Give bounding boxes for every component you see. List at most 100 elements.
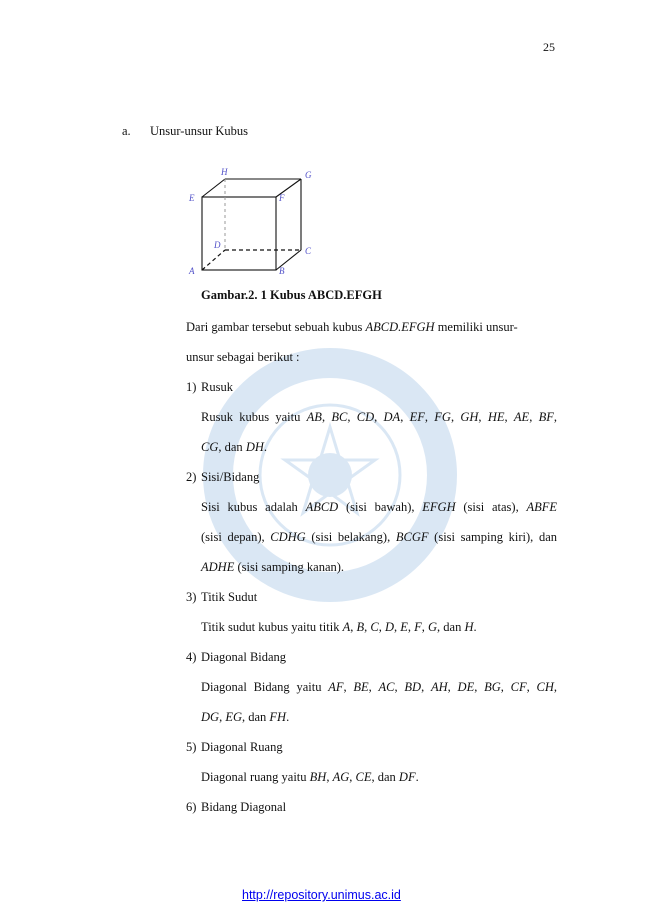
text-run-italic: FG xyxy=(434,410,451,424)
text-run-italic: CG xyxy=(201,440,219,454)
figure-caption: Gambar.2. 1 Kubus ABCD.EFGH xyxy=(201,288,382,302)
text-run-italic: AF xyxy=(328,680,344,694)
text-run: , xyxy=(553,410,557,424)
vertex-label-f: F xyxy=(278,193,285,203)
vertex-label-d: D xyxy=(213,240,221,250)
text-run: , xyxy=(349,770,356,784)
text-run: , xyxy=(553,680,558,694)
text-run: , xyxy=(374,410,384,424)
item-body-line: Diagonal ruang yaitu BH, AG, CE, dan DF. xyxy=(201,770,419,785)
vertex-label-b: B xyxy=(279,266,285,276)
text-run: , dan xyxy=(437,620,465,634)
text-run-italic: BE xyxy=(353,680,369,694)
text-run-italic: EG xyxy=(225,710,242,724)
text-run-italic: D xyxy=(384,620,394,634)
text-run: . xyxy=(263,440,267,454)
text-run-italic: ABCD.EFGH xyxy=(365,320,435,334)
text-run-italic: FH xyxy=(269,710,287,724)
text-run-italic: DG xyxy=(201,710,220,724)
text-run-italic: A xyxy=(342,620,351,634)
vertex-label-h: H xyxy=(220,167,228,177)
text-run: , xyxy=(394,680,405,694)
vertex-label-c: C xyxy=(305,246,312,256)
text-run-italic: ABCD xyxy=(305,500,339,514)
text-run-italic: AH xyxy=(430,680,448,694)
item-body-line: (sisi depan), CDHG (sisi belakang), BCGF… xyxy=(201,530,557,545)
repository-link[interactable]: http://repository.unimus.ac.id xyxy=(242,888,401,902)
text-run: Titik sudut kubus yaitu titik xyxy=(201,620,343,634)
vertex-label-a: A xyxy=(188,266,195,276)
text-run: , dan xyxy=(241,710,270,724)
text-run: Diagonal ruang yaitu xyxy=(201,770,310,784)
item-number: 3) xyxy=(186,590,197,604)
cube-figure: A B C D E F G H xyxy=(188,167,312,276)
text-run: Rusuk kubus yaitu xyxy=(201,410,307,424)
item-body-line: DG, EG, dan FH. xyxy=(201,710,289,725)
text-run: Diagonal Bidang yaitu xyxy=(201,680,329,694)
item-title: Diagonal Bidang xyxy=(201,650,287,664)
text-run: (sisi depan), xyxy=(201,530,271,544)
text-run-italic: EFGH xyxy=(422,500,456,514)
text-run-italic: CD xyxy=(356,410,375,424)
text-run-italic: ABFE xyxy=(526,500,558,514)
text-run-italic: DA xyxy=(383,410,401,424)
text-run: , xyxy=(526,680,537,694)
text-run: , xyxy=(529,410,539,424)
page-number: 25 xyxy=(543,40,555,54)
text-run: , xyxy=(219,710,226,724)
text-run-italic: HE xyxy=(487,410,505,424)
text-run: . xyxy=(286,710,290,724)
text-run: (sisi samping kiri), dan xyxy=(428,530,557,544)
text-run: , xyxy=(350,620,357,634)
intro-line-2: unsur sebagai berikut : xyxy=(186,350,300,364)
vertex-label-e: E xyxy=(188,193,195,203)
text-run-italic: BD xyxy=(404,680,422,694)
item-title: Sisi/Bidang xyxy=(201,470,260,484)
vertex-label-g: G xyxy=(305,170,312,180)
item-body-line: ADHE (sisi samping kanan). xyxy=(201,560,344,575)
text-run: , xyxy=(321,410,332,424)
item-number: 5) xyxy=(186,740,197,754)
item-body-line: Rusuk kubus yaitu AB, BC, CD, DA, EF, FG… xyxy=(201,410,557,425)
item-body-line: Diagonal Bidang yaitu AF, BE, AC, BD, AH… xyxy=(201,680,557,695)
text-run: , dan xyxy=(371,770,399,784)
text-run: , xyxy=(421,680,431,694)
item-number: 6) xyxy=(186,800,197,814)
text-run: , xyxy=(500,680,511,694)
item-title: Diagonal Ruang xyxy=(201,740,283,754)
text-run-italic: CDHG xyxy=(270,530,306,544)
text-run: , xyxy=(347,410,357,424)
text-run: (sisi samping kanan). xyxy=(234,560,345,574)
text-run: (sisi bawah), xyxy=(338,500,423,514)
item-title: Rusuk xyxy=(201,380,233,394)
text-run: , xyxy=(478,410,488,424)
item-number: 4) xyxy=(186,650,197,664)
text-run-italic: H xyxy=(464,620,474,634)
text-run: , xyxy=(424,410,435,424)
text-run-italic: G xyxy=(428,620,438,634)
text-run-italic: BH xyxy=(309,770,327,784)
text-run-italic: BF xyxy=(538,410,554,424)
text-run-italic: B xyxy=(356,620,365,634)
text-run-italic: BG xyxy=(484,680,501,694)
section-marker: a. xyxy=(122,124,131,138)
text-run: , xyxy=(504,410,514,424)
text-run-italic: DF xyxy=(398,770,416,784)
text-run: (sisi belakang), xyxy=(305,530,396,544)
text-run: , xyxy=(447,680,458,694)
text-run-italic: BCGF xyxy=(395,530,429,544)
item-body-line: CG, dan DH. xyxy=(201,440,267,455)
item-title: Titik Sudut xyxy=(201,590,258,604)
text-run: . xyxy=(415,770,419,784)
text-run: , xyxy=(378,620,385,634)
text-run-italic: GH xyxy=(460,410,479,424)
text-run-italic: E xyxy=(400,620,408,634)
text-run: , xyxy=(368,680,379,694)
text-run: , xyxy=(421,620,429,634)
text-run-italic: EF xyxy=(409,410,425,424)
text-run-italic: AG xyxy=(332,770,350,784)
text-run-italic: DH xyxy=(245,440,264,454)
text-run: , xyxy=(326,770,333,784)
text-run-italic: CF xyxy=(510,680,527,694)
item-number: 1) xyxy=(186,380,197,394)
